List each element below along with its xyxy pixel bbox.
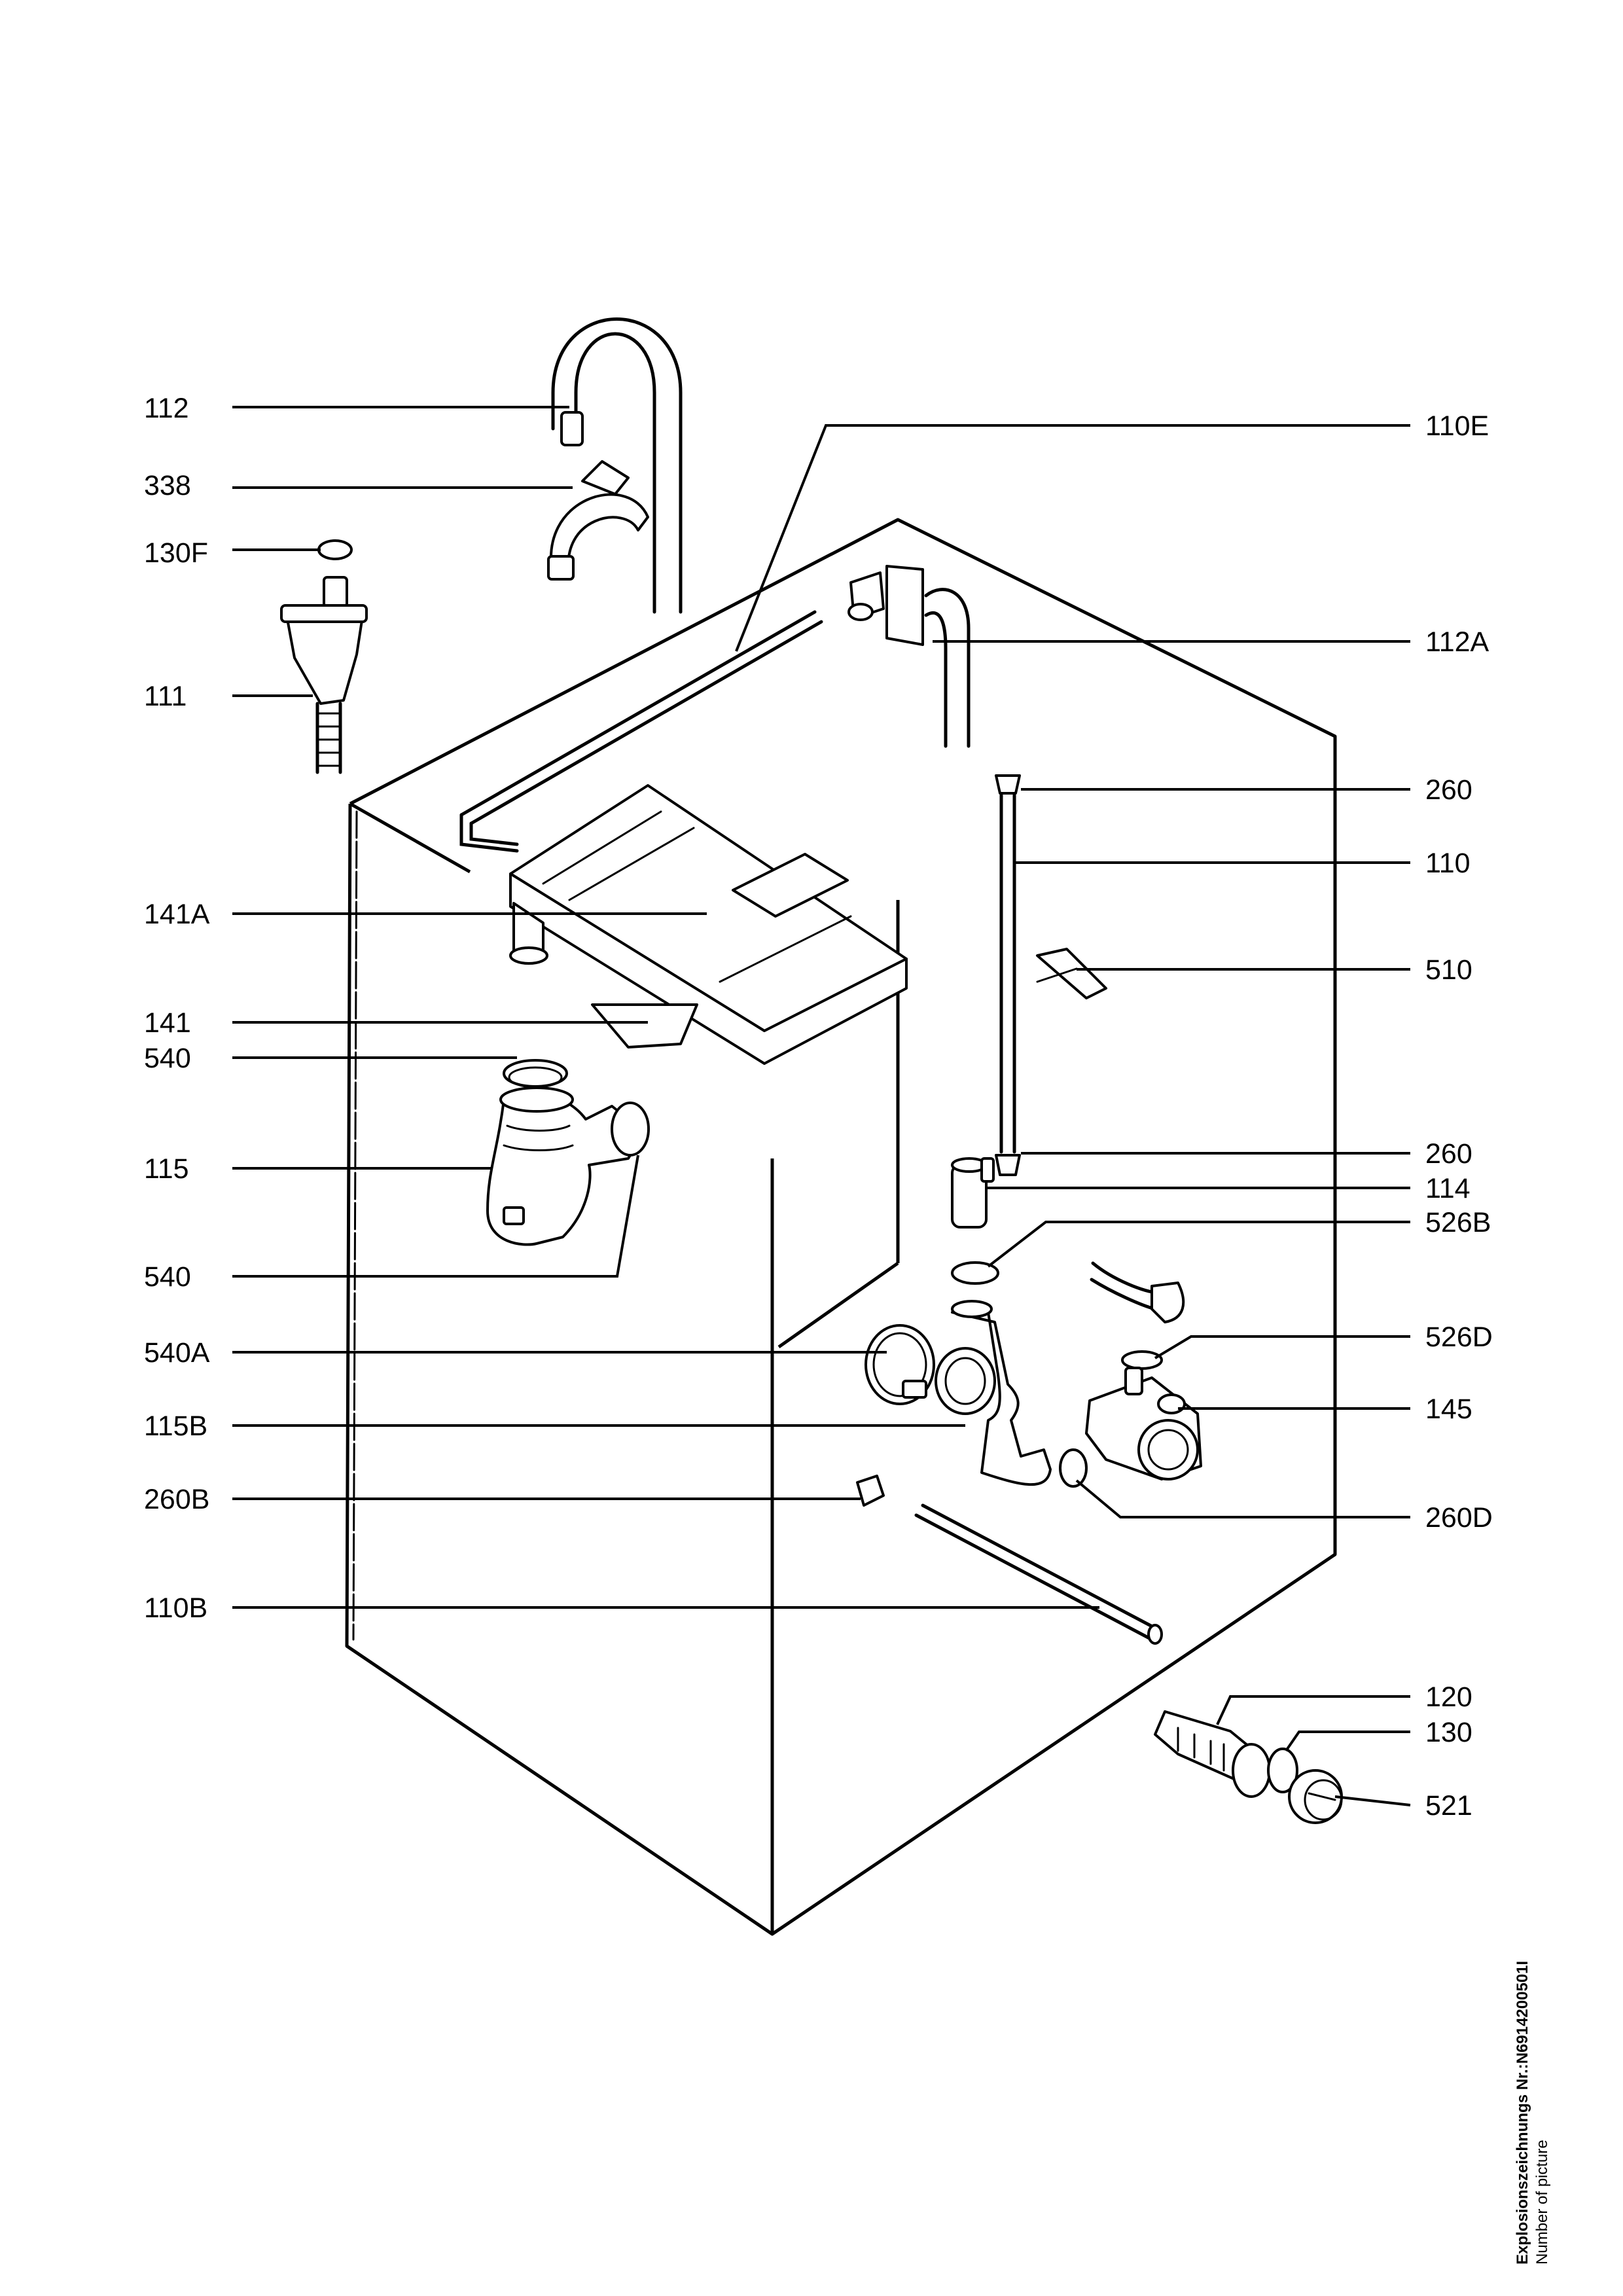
label-114: 114 xyxy=(1425,1173,1471,1204)
label-110: 110 xyxy=(1425,848,1471,879)
inlet-valve-part xyxy=(280,576,368,774)
detergent-drawer-part xyxy=(509,784,908,1065)
label-112A: 112A xyxy=(1425,626,1489,658)
pressure-hose-part xyxy=(995,774,1021,1176)
label-540A: 540A xyxy=(144,1337,210,1369)
label-526B: 526B xyxy=(1425,1207,1491,1238)
sump-hose-part xyxy=(486,1086,650,1246)
drawing-number: Explosionszeichnungs Nr.:N6914200501I xyxy=(1514,1960,1531,2265)
label-540-lower: 540 xyxy=(144,1261,191,1293)
hose-hook-part xyxy=(547,460,649,581)
drain-hose-part xyxy=(551,317,683,614)
label-540-upper: 540 xyxy=(144,1043,191,1074)
label-338: 338 xyxy=(144,470,191,501)
label-115: 115 xyxy=(144,1153,189,1185)
upper-pipe-part xyxy=(459,610,823,853)
drawing-number-caption: Number of picture xyxy=(1533,2140,1551,2265)
spring-clip-part xyxy=(1121,1350,1163,1370)
label-510: 510 xyxy=(1425,954,1472,986)
drain-pump-part xyxy=(1085,1367,1202,1480)
label-110E: 110E xyxy=(1425,410,1489,442)
filter-cap-part xyxy=(1288,1769,1343,1824)
clamp-ring-part xyxy=(951,1261,999,1285)
label-141: 141 xyxy=(144,1007,191,1039)
air-trap-part xyxy=(951,1157,995,1229)
hose-clip-part xyxy=(856,1475,885,1507)
corner-hose-part xyxy=(847,565,971,748)
drawing-number-note: Explosionszeichnungs Nr.:N6914200501I Nu… xyxy=(1513,1754,1592,2265)
label-260-upper: 260 xyxy=(1425,774,1472,806)
label-110B: 110B xyxy=(144,1592,207,1624)
label-526D: 526D xyxy=(1425,1321,1493,1353)
large-clamp-part xyxy=(865,1324,935,1405)
label-111: 111 xyxy=(144,681,187,712)
label-260B: 260B xyxy=(144,1484,209,1515)
washer-part xyxy=(317,539,353,560)
pump-hose-part xyxy=(935,1300,1052,1486)
label-145: 145 xyxy=(1425,1393,1472,1425)
small-hose-part xyxy=(1090,1261,1185,1323)
filter-part xyxy=(1154,1710,1271,1798)
hose-clamp-part xyxy=(503,1059,568,1088)
label-120: 120 xyxy=(1425,1681,1472,1713)
bracket-part xyxy=(1036,948,1107,999)
label-260-lower: 260 xyxy=(1425,1138,1472,1170)
label-115B: 115B xyxy=(144,1410,207,1442)
part-number-labels: 112 338 130F 111 141A 141 540 115 540 54… xyxy=(144,393,1493,1821)
label-130: 130 xyxy=(1425,1717,1472,1748)
label-521: 521 xyxy=(1425,1790,1472,1821)
leader-lines xyxy=(232,406,1411,1806)
label-112: 112 xyxy=(144,393,189,424)
seal-ring-part xyxy=(1267,1748,1298,1793)
clip-ring-part xyxy=(1059,1448,1088,1488)
label-130F: 130F xyxy=(144,537,208,569)
label-141A: 141A xyxy=(144,899,210,930)
label-260D: 260D xyxy=(1425,1502,1493,1534)
rod-part xyxy=(914,1503,1163,1645)
